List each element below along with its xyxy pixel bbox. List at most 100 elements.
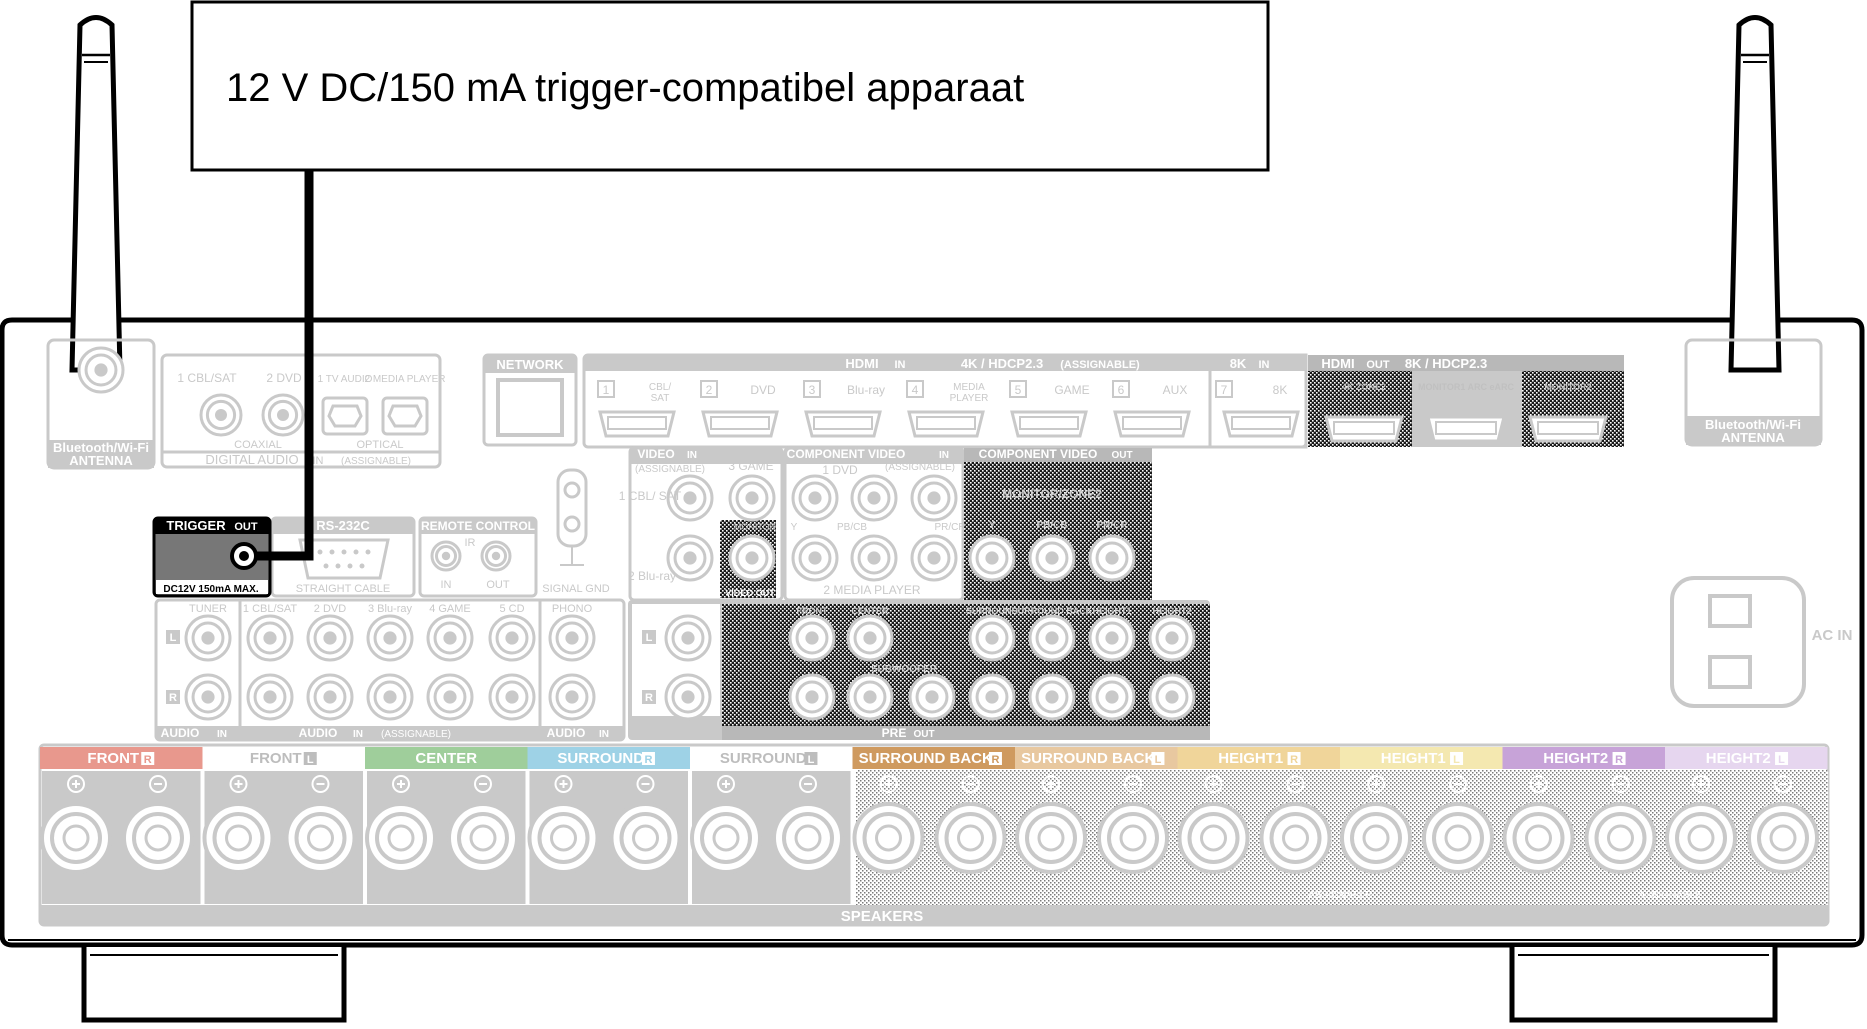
- pre-out-bottom-jack-1[interactable]: [788, 673, 836, 721]
- speaker-terminal-minus[interactable]: [1747, 775, 1819, 874]
- speaker-terminal-minus[interactable]: [609, 775, 682, 874]
- optical-jack-1[interactable]: [321, 396, 369, 436]
- rs232c-port[interactable]: [298, 538, 390, 580]
- audio-in-footer-assignable: (ASSIGNABLE): [381, 729, 451, 740]
- pre-out-bottom-jack-6[interactable]: [1148, 673, 1196, 721]
- speaker-terminal-minus[interactable]: [1422, 775, 1494, 874]
- speaker-terminal-minus[interactable]: [1097, 775, 1169, 874]
- speaker-terminal-plus[interactable]: [527, 775, 600, 874]
- hdmi-in-port-6[interactable]: [1113, 410, 1191, 438]
- pre-out-bottom-jack-5[interactable]: [1088, 673, 1136, 721]
- audio-in-phono: PHONO: [552, 603, 593, 615]
- component-in-1-jack-3[interactable]: [910, 474, 958, 522]
- speaker-terminal-plus[interactable]: [1340, 775, 1412, 874]
- subwoofer-2-jack[interactable]: [908, 673, 956, 721]
- pre-out-footer: PRE: [882, 726, 907, 740]
- component-out-jack-2[interactable]: [1028, 534, 1076, 582]
- video-in-assignable: (ASSIGNABLE): [635, 464, 705, 475]
- audio-in-l-jack-3[interactable]: [306, 614, 354, 662]
- right-antenna-label-1: Bluetooth/Wi-Fi: [1705, 417, 1801, 432]
- pre-out-top-jack-3[interactable]: [968, 614, 1016, 662]
- speaker-terminal-plus[interactable]: [1015, 775, 1087, 874]
- component-in-2-jack-3[interactable]: [910, 534, 958, 582]
- pre-out-center-jack[interactable]: [846, 614, 894, 662]
- component-in-1-jack-2[interactable]: [850, 474, 898, 522]
- audio-in-l-jack-7[interactable]: [548, 614, 596, 662]
- video-in-3-jack[interactable]: [728, 474, 776, 522]
- speaker-terminal-minus[interactable]: [934, 775, 1007, 874]
- subwoofer-1-jack[interactable]: [846, 673, 894, 721]
- audio-in-l-jack-4[interactable]: [366, 614, 414, 662]
- pre-out-top-jack-4[interactable]: [1028, 614, 1076, 662]
- pre-out-bottom-jack-4[interactable]: [1028, 673, 1076, 721]
- video-in-1-jack[interactable]: [666, 474, 714, 522]
- coaxial-jack-2[interactable]: [261, 393, 305, 437]
- pre-out-top-jack-6[interactable]: [1148, 614, 1196, 662]
- audio-in-l-jack-5[interactable]: [426, 614, 474, 662]
- optical-jack-2[interactable]: [381, 396, 429, 436]
- video-in-title: VIDEO: [637, 447, 674, 461]
- video-in-2-jack[interactable]: [666, 534, 714, 582]
- audio-in-l-jack-2[interactable]: [246, 614, 294, 662]
- rs232c-title: RS-232C: [316, 518, 370, 533]
- audio-in-l-jack-1[interactable]: [184, 614, 232, 662]
- video-out-label: VIDEO OUT: [725, 588, 775, 598]
- speaker-terminal-plus[interactable]: [1502, 775, 1575, 874]
- component-out-jack-1[interactable]: [968, 534, 1016, 582]
- speaker-terminal-minus[interactable]: [284, 775, 357, 874]
- hdmi-out-port-1[interactable]: [1324, 415, 1404, 443]
- audio-in-r-jack-6[interactable]: [488, 673, 536, 721]
- remote-in-jack[interactable]: [430, 540, 462, 572]
- speaker-terminal-minus[interactable]: [772, 775, 844, 874]
- video-out-monitor-jack[interactable]: [728, 534, 776, 582]
- audio-in-l-jack-6[interactable]: [488, 614, 536, 662]
- zone2-l-jack[interactable]: [664, 614, 712, 662]
- speaker-terminal-plus[interactable]: [202, 775, 275, 874]
- hdmi-in-port-1[interactable]: [598, 410, 676, 438]
- left-antenna-connector[interactable]: [77, 346, 125, 394]
- speaker-terminal-minus[interactable]: [1259, 775, 1332, 874]
- component-in-1-jack-1[interactable]: [791, 474, 839, 522]
- audio-in-r-jack-1[interactable]: [184, 673, 232, 721]
- pre-out-top-jack-5[interactable]: [1088, 614, 1136, 662]
- hdmi-in-port-5[interactable]: [1010, 410, 1088, 438]
- hdmi-out-port-2[interactable]: [1426, 415, 1506, 443]
- speaker-terminal-minus[interactable]: [1584, 775, 1657, 874]
- speaker-terminal-plus[interactable]: [852, 775, 925, 874]
- component-out-jack-3[interactable]: [1088, 534, 1136, 582]
- signal-gnd-terminal[interactable]: [556, 468, 588, 566]
- hdmi-out-out: OUT: [1366, 359, 1390, 371]
- optical-label: OPTICAL: [356, 439, 403, 451]
- speaker-channel-label: SURROUND BACK: [1021, 750, 1155, 767]
- pre-out-bottom-jack-3[interactable]: [968, 673, 1016, 721]
- component-in-2-jack-1[interactable]: [791, 534, 839, 582]
- speaker-terminal-plus[interactable]: [40, 775, 112, 874]
- audio-in-r-jack-4[interactable]: [366, 673, 414, 721]
- pre-out-top-jack-1[interactable]: [788, 614, 836, 662]
- speaker-terminal-plus[interactable]: [1665, 775, 1737, 874]
- speaker-terminal-plus[interactable]: [690, 775, 762, 874]
- audio-in-r-jack-5[interactable]: [426, 673, 474, 721]
- remote-out-jack[interactable]: [480, 540, 512, 572]
- right-antenna-label-2: ANTENNA: [1721, 430, 1785, 445]
- audio-in-r-jack-7[interactable]: [548, 673, 596, 721]
- speaker-terminal-minus[interactable]: [122, 775, 194, 874]
- hdmi-in-port-7[interactable]: [1222, 410, 1300, 438]
- speaker-terminal-plus[interactable]: [1177, 775, 1250, 874]
- hdmi-out-port-3[interactable]: [1528, 415, 1608, 443]
- audio-in-r-jack-2[interactable]: [246, 673, 294, 721]
- hdmi-in-port-4[interactable]: [907, 410, 985, 438]
- optical-input-1: 1 TV AUDIO: [318, 374, 373, 385]
- coaxial-label: COAXIAL: [234, 439, 282, 451]
- speaker-channel-label: CENTER: [415, 750, 477, 767]
- coaxial-jack-1[interactable]: [199, 393, 243, 437]
- hdmi-in-port-2[interactable]: [701, 410, 779, 438]
- component-in-2-jack-2[interactable]: [850, 534, 898, 582]
- hdmi-in-port-3[interactable]: [804, 410, 882, 438]
- audio-in-r-jack-3[interactable]: [306, 673, 354, 721]
- ac-in-socket: [1670, 576, 1806, 708]
- speaker-terminal-minus[interactable]: [447, 775, 519, 874]
- zone2-r-jack[interactable]: [664, 673, 712, 721]
- speaker-terminal-plus[interactable]: [365, 775, 437, 874]
